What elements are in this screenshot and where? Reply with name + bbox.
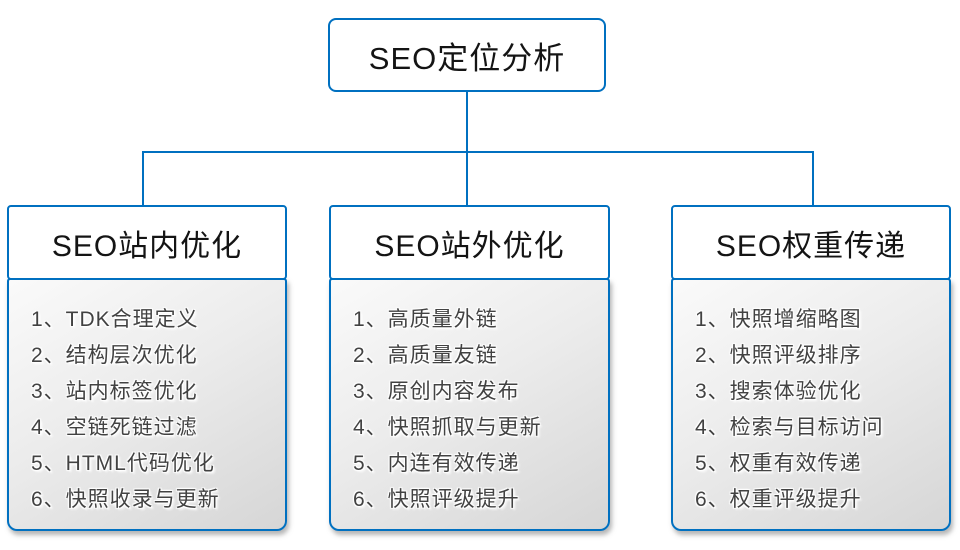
list-item: 1、快照增缩略图 bbox=[695, 308, 862, 331]
branch-header-offsite: SEO站外优化 bbox=[329, 205, 610, 280]
branch-header-weight: SEO权重传递 bbox=[671, 205, 951, 280]
connector-middle-drop bbox=[466, 151, 468, 206]
list-item: 3、原创内容发布 bbox=[353, 380, 520, 403]
branch-header-offsite-label: SEO站外优化 bbox=[374, 229, 565, 263]
branch-list-onsite: 1、TDK合理定义 2、结构层次优化 3、站内标签优化 4、空链死链过滤 5、H… bbox=[7, 278, 287, 531]
list-item: 5、HTML代码优化 bbox=[31, 452, 215, 475]
branch-list-offsite: 1、高质量外链 2、高质量友链 3、原创内容发布 4、快照抓取与更新 5、内连有… bbox=[329, 278, 610, 531]
list-item: 5、权重有效传递 bbox=[695, 452, 862, 475]
branch-header-weight-label: SEO权重传递 bbox=[715, 229, 907, 263]
list-item: 6、快照收录与更新 bbox=[31, 488, 220, 511]
root-node: SEO定位分析 bbox=[328, 18, 606, 92]
list-item: 6、快照评级提升 bbox=[353, 488, 520, 511]
connector-root-trunk bbox=[466, 91, 468, 152]
branch-header-onsite: SEO站内优化 bbox=[7, 205, 287, 280]
root-node-label: SEO定位分析 bbox=[368, 40, 566, 76]
list-item: 5、内连有效传递 bbox=[353, 452, 520, 475]
connector-horizontal bbox=[142, 151, 814, 153]
list-item: 3、站内标签优化 bbox=[31, 380, 198, 403]
list-item: 4、空链死链过滤 bbox=[31, 416, 198, 439]
list-item: 6、权重评级提升 bbox=[695, 488, 862, 511]
list-item: 1、TDK合理定义 bbox=[31, 308, 199, 331]
list-item: 3、搜索体验优化 bbox=[695, 380, 862, 403]
branch-list-weight: 1、快照增缩略图 2、快照评级排序 3、搜索体验优化 4、检索与目标访问 5、权… bbox=[671, 278, 951, 531]
connector-right-drop bbox=[812, 151, 814, 206]
list-item: 2、高质量友链 bbox=[353, 344, 498, 367]
branch-header-onsite-label: SEO站内优化 bbox=[51, 229, 243, 263]
connector-left-drop bbox=[142, 151, 144, 206]
list-item: 4、快照抓取与更新 bbox=[353, 416, 542, 439]
list-item: 4、检索与目标访问 bbox=[695, 416, 884, 439]
list-item: 2、结构层次优化 bbox=[31, 344, 198, 367]
list-item: 2、快照评级排序 bbox=[695, 344, 862, 367]
list-item: 1、高质量外链 bbox=[353, 308, 498, 331]
